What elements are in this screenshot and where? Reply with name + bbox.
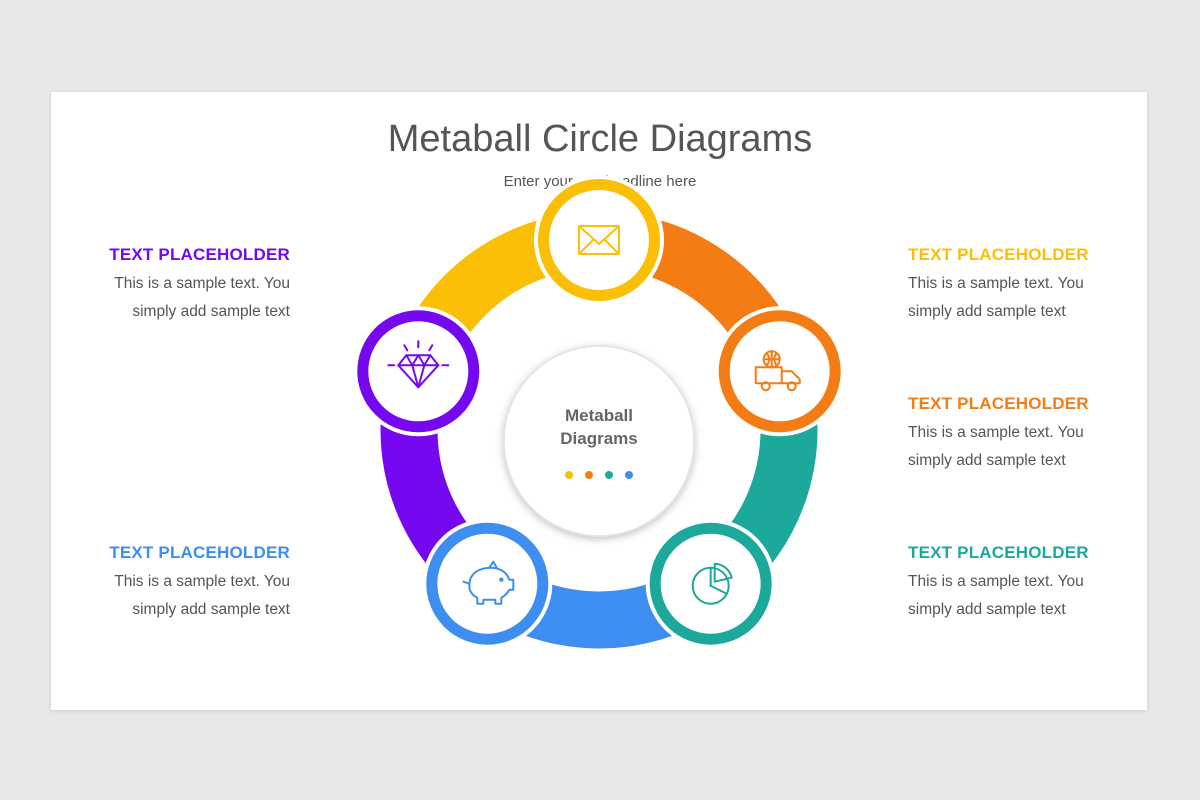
- text-block-line: simply add sample text: [132, 601, 290, 618]
- diamond-icon: [387, 340, 450, 389]
- node-diamond: [353, 306, 484, 437]
- center-label-line2: Diagrams: [560, 429, 637, 448]
- text-block-right-top: TEXT PLACEHOLDER This is a sample text. …: [908, 244, 1118, 326]
- center-dot: [605, 471, 613, 479]
- icon-nodes: [353, 175, 845, 649]
- text-block-heading: TEXT PLACEHOLDER: [109, 543, 290, 562]
- text-block-line: simply add sample text: [908, 303, 1066, 320]
- text-block-left-bottom: TEXT PLACEHOLDER This is a sample text. …: [80, 542, 290, 624]
- pie-chart-icon: [691, 562, 733, 605]
- center-circle: Metaball Diagrams: [503, 345, 695, 537]
- text-block-body: This is a sample text. You simply add sa…: [80, 568, 290, 624]
- center-dot: [585, 471, 593, 479]
- text-block-body: This is a sample text. You simply add sa…: [908, 419, 1118, 475]
- text-block-line: This is a sample text. You: [908, 275, 1084, 292]
- text-block-line: This is a sample text. You: [908, 573, 1084, 590]
- center-dot: [565, 471, 573, 479]
- text-block-left-top: TEXT PLACEHOLDER This is a sample text. …: [80, 244, 290, 326]
- center-circle-shape: [503, 345, 695, 537]
- node-piggy-bank: [422, 518, 553, 649]
- text-block-heading: TEXT PLACEHOLDER: [109, 245, 290, 264]
- text-block-line: This is a sample text. You: [114, 573, 290, 590]
- text-block-body: This is a sample text. You simply add sa…: [908, 568, 1118, 624]
- text-block-heading: TEXT PLACEHOLDER: [908, 394, 1089, 413]
- node-pie-chart: [645, 518, 776, 649]
- text-block-right-middle: TEXT PLACEHOLDER This is a sample text. …: [908, 393, 1118, 475]
- text-block-heading: TEXT PLACEHOLDER: [908, 245, 1089, 264]
- center-label-line1: Metaball: [565, 406, 633, 425]
- node-envelope: [534, 175, 664, 305]
- text-block-body: This is a sample text. You simply add sa…: [908, 270, 1118, 326]
- text-block-line: simply add sample text: [132, 303, 290, 320]
- node-delivery-truck: [714, 306, 845, 437]
- text-block-line: This is a sample text. You: [908, 424, 1084, 441]
- envelope-icon: [578, 225, 620, 255]
- text-block-right-bottom: TEXT PLACEHOLDER This is a sample text. …: [908, 542, 1118, 624]
- center-dots: [565, 471, 633, 479]
- piggy-bank-icon: [462, 560, 515, 605]
- node-inner: [549, 190, 649, 290]
- text-block-body: This is a sample text. You simply add sa…: [80, 270, 290, 326]
- center-dot: [625, 471, 633, 479]
- text-block-line: simply add sample text: [908, 452, 1066, 469]
- text-block-line: This is a sample text. You: [114, 275, 290, 292]
- node-inner: [437, 533, 538, 634]
- text-block-heading: TEXT PLACEHOLDER: [908, 543, 1089, 562]
- text-block-line: simply add sample text: [908, 601, 1066, 618]
- delivery-truck-icon: [754, 350, 801, 392]
- node-inner: [368, 321, 469, 422]
- page-title: Metaball Circle Diagrams: [387, 118, 813, 160]
- node-inner: [729, 321, 830, 422]
